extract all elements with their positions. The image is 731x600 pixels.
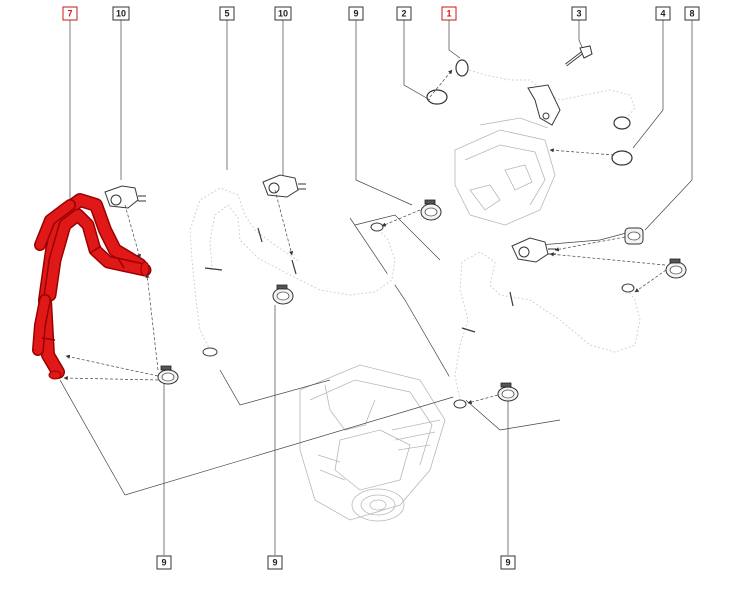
svg-text:8: 8 bbox=[689, 8, 694, 18]
o-ring-seal-part-2[interactable] bbox=[426, 89, 448, 105]
svg-text:4: 4 bbox=[660, 8, 665, 18]
hose-clamp-bottom-right[interactable] bbox=[497, 382, 519, 402]
svg-text:3: 3 bbox=[576, 8, 581, 18]
hose-clamp-left[interactable] bbox=[157, 365, 179, 385]
cylinder-head-background bbox=[454, 117, 556, 226]
coolant-hose-part-7-highlighted[interactable] bbox=[32, 193, 152, 380]
callout-8: 8 bbox=[684, 6, 700, 21]
svg-text:10: 10 bbox=[278, 8, 288, 18]
engine-block-background bbox=[299, 364, 446, 522]
svg-text:2: 2 bbox=[401, 8, 406, 18]
coolant-hose-part-8[interactable] bbox=[449, 246, 646, 409]
hose-bracket-right[interactable] bbox=[511, 237, 556, 263]
svg-text:5: 5 bbox=[224, 8, 229, 18]
callout-1: 1 bbox=[441, 6, 457, 21]
callout-10-middle: 10 bbox=[274, 6, 292, 21]
hose-bracket-part-10-middle[interactable] bbox=[262, 174, 306, 198]
svg-text:9: 9 bbox=[161, 557, 166, 567]
svg-text:1: 1 bbox=[446, 8, 451, 18]
callout-9-bottom-left: 9 bbox=[156, 555, 172, 570]
callout-3: 3 bbox=[571, 6, 587, 21]
callout-9-bottom-right: 9 bbox=[500, 555, 516, 570]
callout-9-top: 9 bbox=[348, 6, 364, 21]
callout-7: 7 bbox=[62, 6, 78, 21]
hose-bracket-part-10-left[interactable] bbox=[104, 185, 146, 209]
svg-text:9: 9 bbox=[505, 557, 510, 567]
coolant-hose-part-5[interactable] bbox=[184, 182, 401, 357]
coolant-pipe-part-1[interactable] bbox=[455, 59, 641, 130]
hose-clamp-part-8-sleeve[interactable] bbox=[624, 227, 644, 245]
callout-10-left: 10 bbox=[112, 6, 130, 21]
callout-9-bottom-middle: 9 bbox=[267, 555, 283, 570]
svg-text:10: 10 bbox=[116, 8, 126, 18]
hose-clamp-right[interactable] bbox=[665, 258, 687, 279]
callout-4: 4 bbox=[655, 6, 671, 21]
bolt-part-3[interactable] bbox=[565, 45, 593, 67]
o-ring-seal-part-4[interactable] bbox=[611, 150, 633, 166]
callout-5: 5 bbox=[219, 6, 235, 21]
assembly-arrows bbox=[63, 69, 667, 405]
svg-text:7: 7 bbox=[67, 8, 72, 18]
hose-clamp-top[interactable] bbox=[420, 199, 442, 221]
callout-2: 2 bbox=[396, 6, 412, 21]
svg-text:9: 9 bbox=[353, 8, 358, 18]
hose-clamp-middle[interactable] bbox=[272, 284, 294, 305]
svg-text:9: 9 bbox=[272, 557, 277, 567]
